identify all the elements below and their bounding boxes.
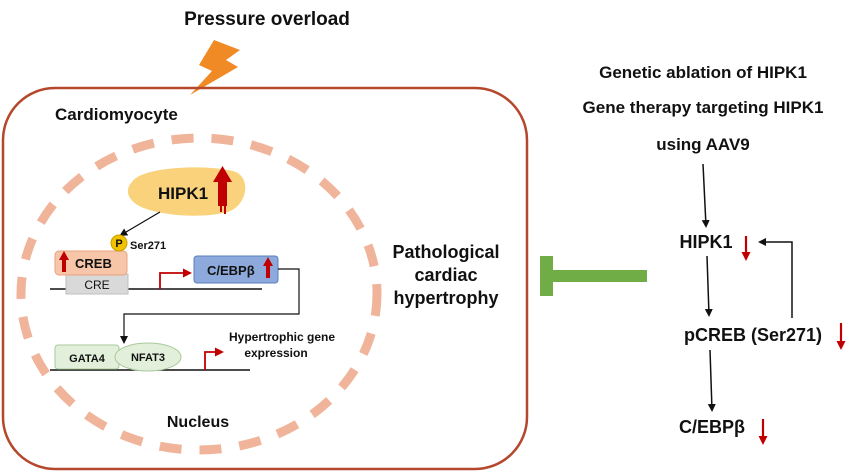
hypertrophic-gene-label-line1: Hypertrophic gene xyxy=(229,330,335,344)
pathway-hipk1-label: HIPK1 xyxy=(679,232,732,252)
hipk1-to-pcreb-arrow xyxy=(704,255,713,317)
outcome-line3: hypertrophy xyxy=(393,288,498,308)
therapy-line3: using AAV9 xyxy=(656,135,750,154)
cardiomyocyte-label: Cardiomyocyte xyxy=(55,105,178,124)
therapy-line2: Gene therapy targeting HIPK1 xyxy=(583,98,824,117)
nucleus-boundary xyxy=(16,133,382,455)
pathway-pcreb-label: pCREB (Ser271) xyxy=(684,325,822,345)
cre-label: CRE xyxy=(84,278,109,292)
hipk1-upregulation-arrow xyxy=(213,166,232,214)
inhibition-bar-icon xyxy=(540,256,647,296)
pathway-cebpb-label: C/EBPβ xyxy=(679,417,745,437)
nfat3-label: NFAT3 xyxy=(131,352,165,364)
phospho-site-icon xyxy=(110,234,128,252)
cebpb-to-nfat3-connector xyxy=(120,268,300,344)
outcome-line2: cardiac xyxy=(414,265,477,285)
cebpb-upregulation-arrow xyxy=(263,257,273,278)
hipk1-to-creb-arrow xyxy=(119,211,161,237)
gata4-label: GATA4 xyxy=(69,353,106,365)
creb-protein-box xyxy=(54,250,128,276)
nucleus-label: Nucleus xyxy=(167,414,229,431)
therapy-line1: Genetic ablation of HIPK1 xyxy=(599,63,807,82)
pressure-overload-title: Pressure overload xyxy=(184,9,350,30)
hypertrophic-gene-promoter-arrow xyxy=(204,347,224,370)
pcreb-to-hipk1-feedback-arrow xyxy=(758,238,793,318)
nfat3-protein-shape xyxy=(114,342,182,372)
creb-upregulation-arrow xyxy=(59,251,69,272)
ser271-label: Ser271 xyxy=(130,240,166,252)
therapy-to-hipk1-arrow xyxy=(701,163,710,228)
pcreb-to-cebpb-arrow xyxy=(707,349,716,412)
cardiomyocyte-cell-border xyxy=(1,86,529,471)
cebpb-promoter-arrow xyxy=(159,268,192,289)
cebpb-label: C/EBPβ xyxy=(207,263,255,278)
lightning-icon xyxy=(190,40,240,95)
phospho-label: P xyxy=(115,238,122,250)
outcome-line1: Pathological xyxy=(392,242,499,262)
hypertrophic-gene-label-line2: expression xyxy=(244,346,307,360)
creb-label: CREB xyxy=(75,256,112,271)
hipk1-label: HIPK1 xyxy=(158,184,208,203)
